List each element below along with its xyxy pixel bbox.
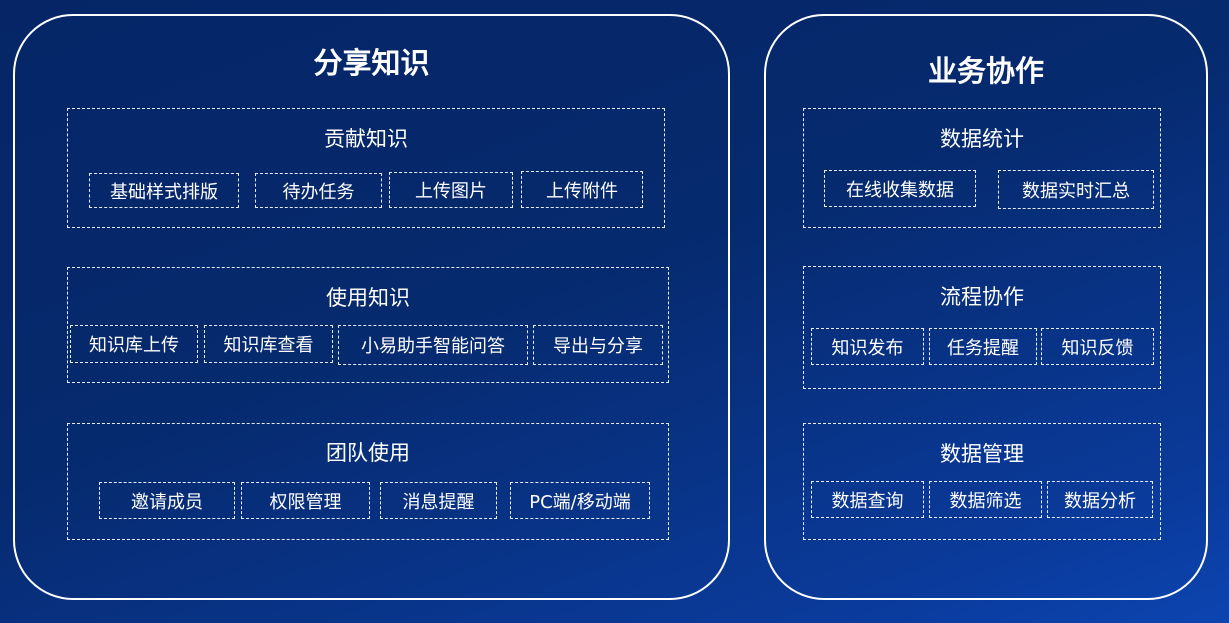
item: 导出与分享 [533,325,663,365]
item: 知识库查看 [204,325,333,363]
item: 数据分析 [1047,481,1153,518]
item: 待办任务 [255,173,382,208]
item: 任务提醒 [929,328,1037,365]
group-use-knowledge: 使用知识 [67,267,669,383]
item: PC端/移动端 [510,482,650,519]
group-title: 数据统计 [940,127,1024,151]
item: 消息提醒 [380,482,497,519]
item: 上传图片 [389,172,513,208]
group-process-collab: 流程协作 [803,266,1161,389]
group-data-management: 数据管理 [803,423,1161,540]
item: 基础样式排版 [89,173,239,208]
business-collab-panel: 业务协作 [764,14,1208,600]
item: 权限管理 [241,482,370,519]
item: 在线收集数据 [824,170,976,207]
group-team-use: 团队使用 [67,423,669,540]
item: 小易助手智能问答 [338,325,528,365]
item: 数据实时汇总 [998,170,1154,209]
group-title: 数据管理 [940,442,1024,466]
share-knowledge-panel: 分享知识 [13,14,730,600]
group-title: 使用知识 [326,286,410,310]
item: 上传附件 [521,171,643,208]
item: 邀请成员 [99,482,235,519]
group-contribute-knowledge: 贡献知识 [67,108,665,228]
item: 知识库上传 [70,325,198,363]
group-data-statistics: 数据统计 [803,108,1161,228]
panel-title: 业务协作 [927,54,1044,88]
group-title: 团队使用 [326,441,410,465]
item: 数据筛选 [929,481,1042,518]
item: 知识发布 [811,328,924,365]
item: 知识反馈 [1041,328,1154,365]
panel-title: 分享知识 [313,46,430,80]
item: 数据查询 [811,481,924,518]
group-title: 贡献知识 [324,127,408,151]
group-title: 流程协作 [940,285,1024,309]
